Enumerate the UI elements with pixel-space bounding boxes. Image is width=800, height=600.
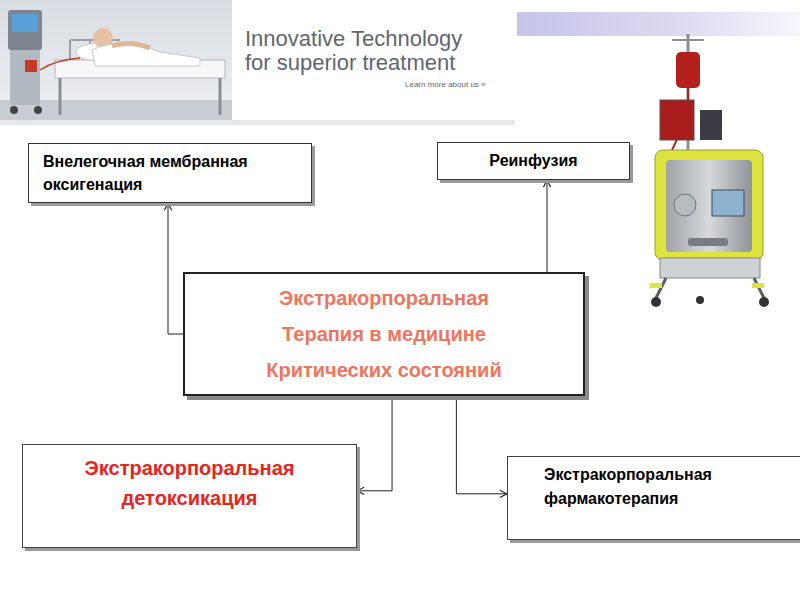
process-box: Реинфузия [437,142,630,180]
connector-arrow [456,396,507,494]
connector-arrow [168,203,183,334]
banner-photo [0,0,515,125]
banner-heading: for superior treatment [245,50,455,76]
connector-arrow [357,396,392,491]
header-bar [517,12,800,36]
process-box: Экстракорпоральная детоксикация [22,444,357,548]
device-illustration [650,34,769,307]
box-label: Реинфузия [489,150,577,172]
box-label: Внелегочная мембранная оксигенация [43,150,293,196]
process-box: Экстракорпоральная фармакотерапия [507,456,800,540]
connector-arrow [547,180,548,272]
banner-link: Learn more about us » [405,80,486,89]
process-box: Внелегочная мембранная оксигенация [28,143,312,203]
box-label: Экстракорпоральная фармакотерапия [544,463,764,511]
box-label: Экстракорпоральная детоксикация [55,453,325,513]
banner-heading: Innovative Technology [245,26,462,52]
box-label: Экстракорпоральная Терапия в медицине Кр… [247,280,522,388]
process-box: Экстракорпоральная Терапия в медицине Кр… [183,272,585,396]
